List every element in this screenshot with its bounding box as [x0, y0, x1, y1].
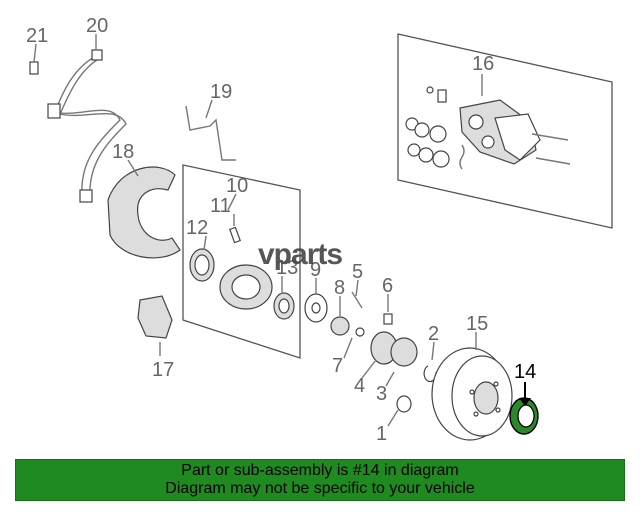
caliper-assembly-drawing [405, 86, 571, 170]
callout-13: 13 [276, 257, 298, 279]
callout-17: 17 [152, 359, 174, 381]
banner-line-2: Diagram may not be specific to your vehi… [165, 480, 475, 497]
info-banner: Part or sub-assembly is #14 in diagram D… [15, 459, 625, 501]
callout-1: 1 [376, 423, 387, 445]
splash-shield-drawing [107, 166, 181, 259]
callout-19: 19 [210, 81, 232, 103]
hub-assembly-drawing [189, 226, 295, 320]
callout-21: 21 [26, 25, 48, 47]
callout-11: 11 [210, 195, 231, 217]
caliper-bracket-drawing [137, 295, 173, 339]
callout-15: 15 [466, 313, 488, 335]
callout-2: 2 [428, 323, 439, 345]
oil-seal-drawing [509, 397, 539, 435]
callout-4: 4 [354, 375, 365, 397]
callout-12: 12 [186, 217, 208, 239]
watermark-logo: vparts [258, 238, 343, 272]
brake-hose-drawing [185, 105, 236, 161]
hub-kit-panel [182, 164, 301, 359]
callout-6: 6 [382, 275, 393, 297]
callout-7: 7 [332, 355, 343, 377]
callout-5: 5 [352, 261, 363, 283]
sensor-harness-drawing [29, 49, 127, 203]
callout-20: 20 [86, 15, 108, 37]
banner-line-1: Part or sub-assembly is #14 in diagram [181, 462, 459, 479]
callout-10: 10 [226, 175, 248, 197]
callout-14: 14 [514, 361, 536, 383]
callout-18: 18 [112, 141, 134, 163]
callout-8: 8 [334, 277, 345, 299]
watermark-text: vparts [258, 238, 343, 271]
callout-9: 9 [310, 259, 321, 281]
callout-3: 3 [376, 383, 387, 405]
callout-16: 16 [472, 53, 494, 75]
brake-rotor-drawing [431, 347, 513, 441]
small-parts-drawing [304, 291, 437, 413]
